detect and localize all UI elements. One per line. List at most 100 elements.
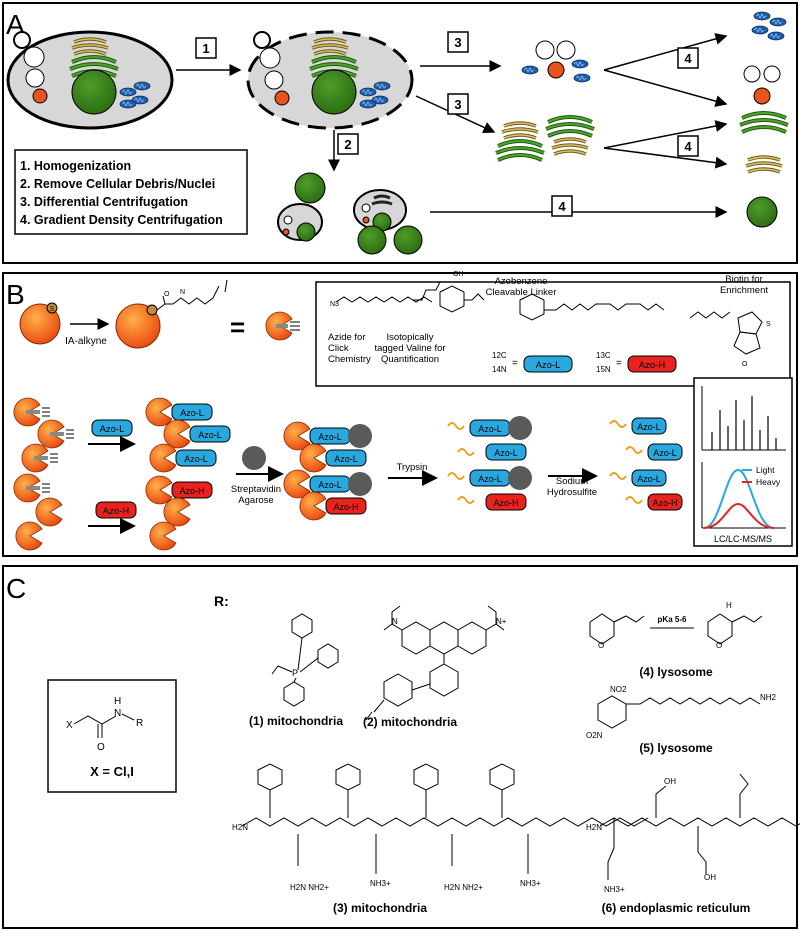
svg-text:O2N: O2N <box>586 731 603 740</box>
svg-text:Azo-H: Azo-H <box>333 502 358 512</box>
tpp-group: P (1) mitochondria <box>249 613 343 728</box>
peptide-group-6: H2N NH3+ OH OH (6) endoplasmic reticulum <box>586 773 800 915</box>
svg-text:R: R <box>136 718 143 729</box>
panel-c-frame <box>2 565 798 929</box>
step-4c-label: 4 <box>558 199 566 214</box>
svg-text:Azo-H: Azo-H <box>639 360 666 371</box>
svg-text:Azo-L: Azo-L <box>334 454 358 464</box>
step-4b-label: 4 <box>684 139 692 154</box>
fraction-nuclei <box>746 196 778 228</box>
intact-cell <box>6 30 174 130</box>
svg-text:O: O <box>97 742 105 753</box>
svg-text:NH2: NH2 <box>760 693 777 702</box>
rhodamine-group: N N+ (2) mitochondria <box>363 605 507 729</box>
svg-text:Azo-L: Azo-L <box>637 474 661 484</box>
morpholine-group: O pKa 5-6 O H (4) lysosome <box>589 601 763 679</box>
svg-text:H2N NH2+: H2N NH2+ <box>290 883 329 892</box>
svg-text:(2) mitochondria: (2) mitochondria <box>363 715 457 729</box>
svg-text:Azo-L: Azo-L <box>198 430 222 440</box>
svg-text:N: N <box>392 617 398 626</box>
svg-text:NH3+: NH3+ <box>604 885 625 894</box>
panel-c-label: C <box>6 573 26 604</box>
panel-a-legend: 1. Homogenization 2. Remove Cellular Deb… <box>14 149 248 235</box>
step-2-label: 2 <box>344 137 351 152</box>
svg-text:Azo-L: Azo-L <box>100 424 125 435</box>
svg-text:(4) lysosome: (4) lysosome <box>639 665 713 679</box>
svg-text:X: X <box>66 720 73 731</box>
core-structure: X O N H R X = Cl,I <box>47 679 177 793</box>
panel-b-label: B <box>6 279 25 310</box>
svg-text:NH3+: NH3+ <box>370 879 391 888</box>
svg-text:N3: N3 <box>330 301 339 308</box>
workflow: Azo-L Azo-L Azo-L Azo-L Azo-H Azo-H Stre… <box>13 397 683 551</box>
svg-text:N+: N+ <box>496 617 507 626</box>
probe-icon <box>265 311 300 341</box>
svg-text:Azo-L: Azo-L <box>536 360 561 371</box>
svg-text:Azo-H: Azo-H <box>652 498 677 508</box>
fraction-nuclei-debris <box>277 172 423 255</box>
svg-text:Azo-L: Azo-L <box>494 448 518 458</box>
svg-text:Azo-L: Azo-L <box>478 474 502 484</box>
probe-name: IA-alkyne <box>65 336 107 347</box>
svg-text:Trypsin: Trypsin <box>397 462 428 473</box>
svg-text:(1) mitochondria: (1) mitochondria <box>249 714 343 728</box>
step-3b-label: 3 <box>454 97 461 112</box>
svg-text:(6) endoplasmic reticulum: (6) endoplasmic reticulum <box>602 901 751 915</box>
svg-text:H2N NH2+: H2N NH2+ <box>444 883 483 892</box>
step-3a-label: 3 <box>454 35 461 50</box>
svg-text:OH: OH <box>704 873 716 882</box>
svg-text:pKa 5-6: pKa 5-6 <box>658 615 687 624</box>
svg-text:Heavy: Heavy <box>756 477 781 487</box>
legend-item: 3. Differential Centrifugation <box>20 195 188 209</box>
legend-item: 4. Gradient Density Centrifugation <box>20 213 223 227</box>
r-groups-label: R: <box>214 593 229 609</box>
step-1-label: 1 <box>202 41 209 56</box>
svg-text:Azo-L: Azo-L <box>318 432 342 442</box>
svg-text:Azo-L: Azo-L <box>318 480 342 490</box>
svg-text:N: N <box>180 289 185 296</box>
svg-text:N: N <box>114 708 121 719</box>
svg-text:Azo-L: Azo-L <box>637 422 661 432</box>
svg-text:Azo-H: Azo-H <box>493 498 518 508</box>
svg-text:=: = <box>616 358 622 369</box>
svg-text:S: S <box>766 321 771 328</box>
svg-text:Azo-L: Azo-L <box>478 424 502 434</box>
step-4a-label: 4 <box>684 51 692 66</box>
svg-text:12C: 12C <box>492 351 507 360</box>
svg-text:H2N: H2N <box>232 823 248 832</box>
svg-text:Azo-H: Azo-H <box>179 486 204 496</box>
homogenized-cell <box>246 30 414 130</box>
svg-text:O: O <box>742 361 748 368</box>
fraction-mitochondria <box>751 11 787 41</box>
panel-a-frame <box>2 2 798 264</box>
svg-text:S: S <box>50 306 55 313</box>
fraction-lysosomes-mito <box>521 40 591 83</box>
svg-text:P: P <box>292 668 298 678</box>
svg-text:(5) lysosome: (5) lysosome <box>639 741 713 755</box>
fraction-er-golgi <box>494 115 596 162</box>
svg-text:NO2: NO2 <box>610 685 627 694</box>
peptide-group-3: H2N H2N NH2+ NH3+ H2N NH2+ NH3+ (3) mito… <box>232 763 649 915</box>
svg-text:OH: OH <box>664 777 676 786</box>
svg-text:O: O <box>598 641 604 650</box>
core-caption: X = Cl,I <box>90 764 134 779</box>
svg-text:H: H <box>726 601 732 610</box>
equals-sign: = <box>230 312 245 342</box>
fraction-lysosomes <box>743 65 781 105</box>
protein-alkyne: N O <box>115 279 228 349</box>
panel-b-frame <box>2 272 798 557</box>
protein-thiol: S <box>19 302 61 345</box>
svg-text:Azo-L: Azo-L <box>653 448 677 458</box>
legend-item: 2. Remove Cellular Debris/Nuclei <box>20 177 215 191</box>
svg-text:H: H <box>114 696 121 707</box>
svg-text:(3) mitochondria: (3) mitochondria <box>333 901 427 915</box>
ms-caption: LC/LC-MS/MS <box>714 534 772 544</box>
